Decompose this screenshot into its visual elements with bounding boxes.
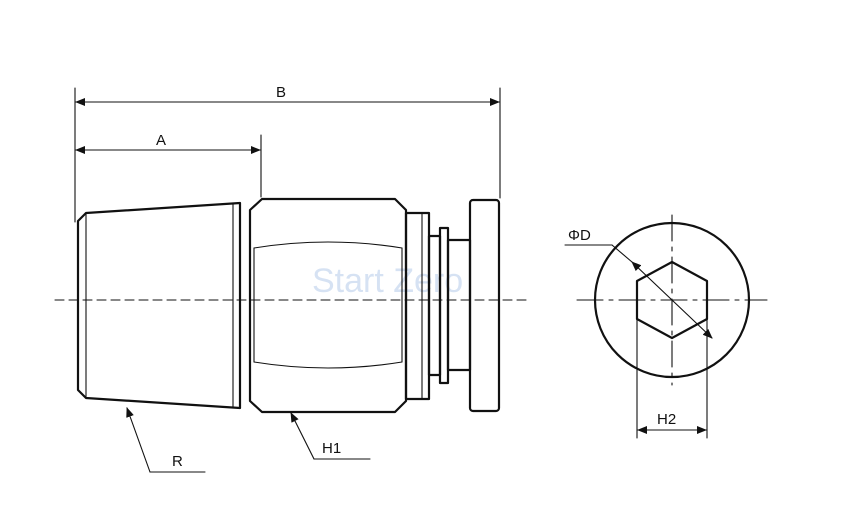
side-view (54, 197, 528, 414)
leader-r: R (126, 407, 206, 473)
dimension-phi-d: ΦD (564, 227, 713, 339)
leader-r-label: R (172, 453, 183, 470)
release-collar (404, 211, 472, 401)
release-flange (468, 198, 501, 413)
dimension-a: A (75, 132, 262, 198)
hex-body (248, 197, 408, 414)
dimension-a-label: A (156, 132, 166, 149)
threaded-section (76, 201, 242, 410)
dimension-b: B (74, 84, 501, 223)
dimension-h2-label: H2 (657, 411, 676, 428)
leader-h1-label: H1 (322, 440, 341, 457)
leader-h1: H1 (290, 412, 371, 460)
dimension-phi-d-label: ΦD (568, 227, 591, 244)
watermark-text: Start Zero (312, 262, 463, 300)
dimension-b-label: B (276, 84, 286, 101)
dimension-h2: H2 (636, 318, 708, 439)
